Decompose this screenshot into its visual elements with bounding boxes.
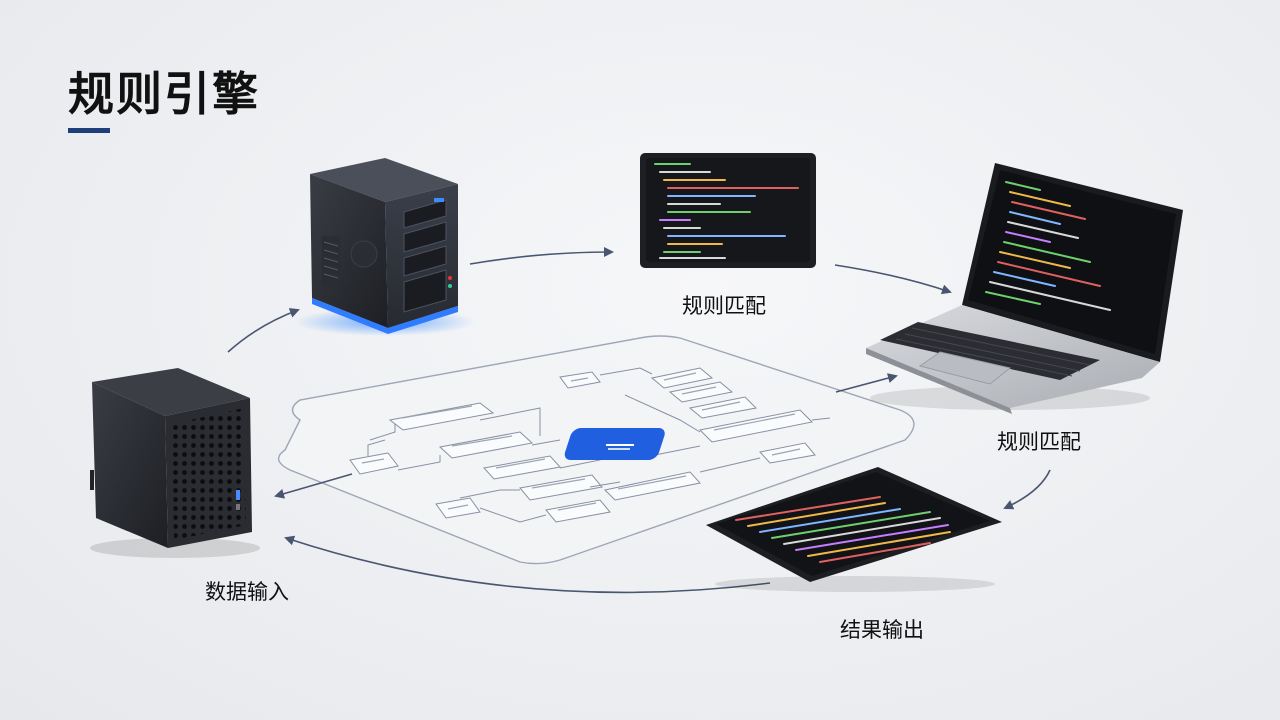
arrow-board-to-laptop bbox=[835, 373, 898, 393]
flow-board bbox=[277, 335, 915, 565]
page-title: 规则引擎 bbox=[68, 68, 260, 120]
code-monitor-icon bbox=[640, 153, 816, 268]
arrow-output-to-input bbox=[284, 535, 771, 594]
laptop-icon bbox=[866, 163, 1183, 414]
label-rule-match-right: 规则匹配 bbox=[997, 431, 1081, 454]
arrow-board-to-input bbox=[274, 473, 353, 499]
label-rule-match-top: 规则匹配 bbox=[682, 295, 766, 318]
flow-arrows bbox=[227, 247, 1051, 594]
arrow-input-to-server bbox=[227, 308, 300, 353]
label-data-input: 数据输入 bbox=[205, 581, 289, 604]
arrow-rules-to-laptop bbox=[834, 264, 952, 295]
arrow-laptop-to-output bbox=[1003, 469, 1051, 510]
label-result-output: 结果输出 bbox=[840, 619, 924, 642]
title-underline bbox=[68, 128, 110, 133]
code-tablet-icon bbox=[706, 467, 1002, 592]
tower-server-icon bbox=[295, 158, 475, 336]
nas-box-icon bbox=[90, 368, 260, 558]
arrow-server-to-rules bbox=[469, 247, 614, 265]
active-rule-node bbox=[564, 428, 665, 460]
